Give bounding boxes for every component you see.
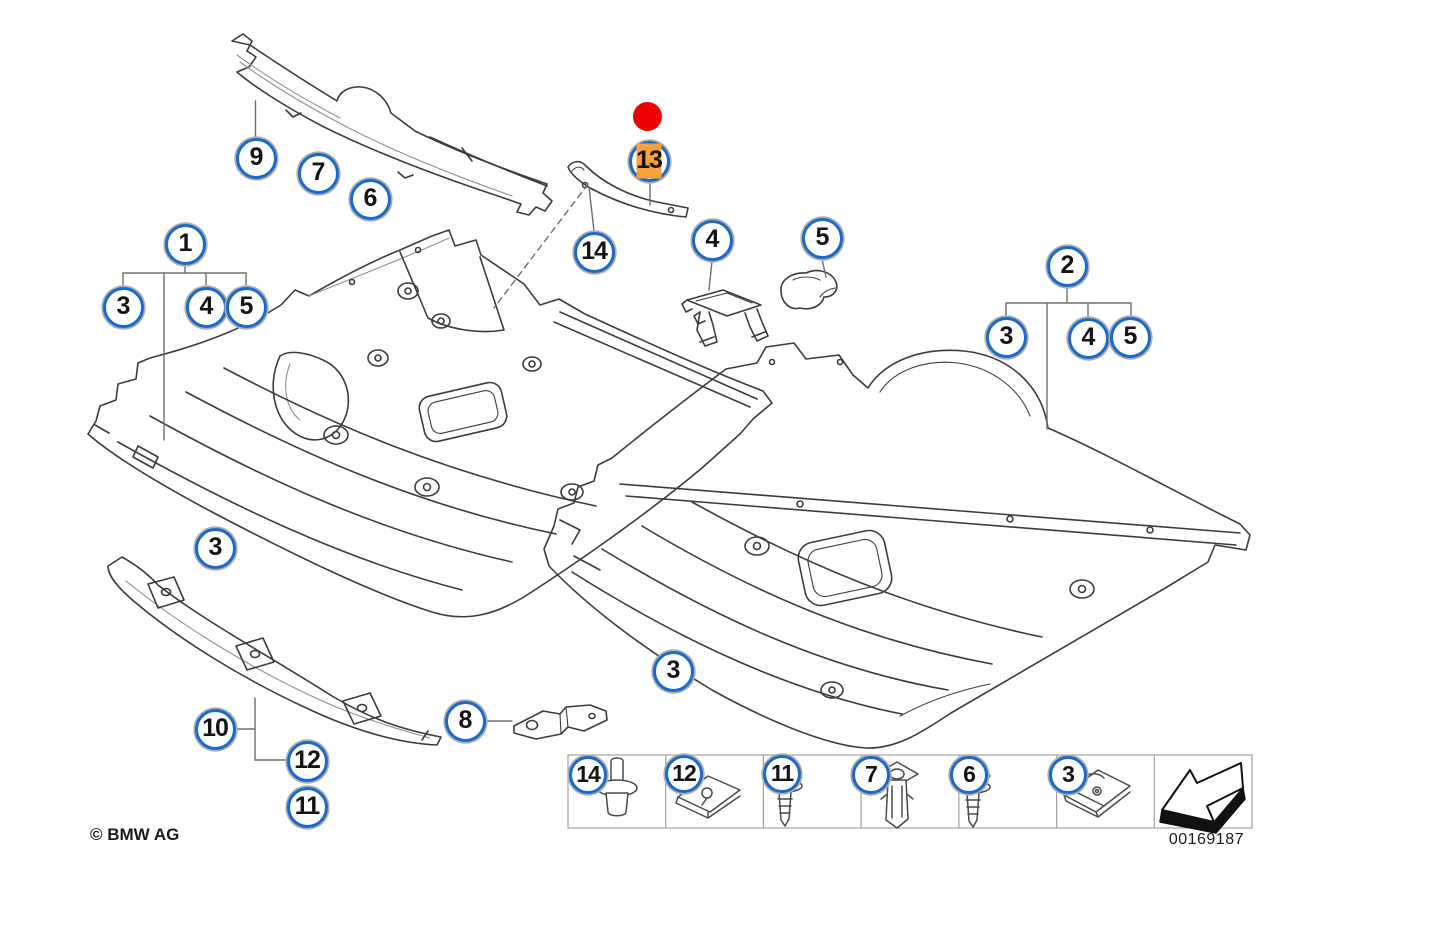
- callout-11[interactable]: 11: [763, 755, 801, 793]
- callout-1[interactable]: 1: [164, 223, 206, 265]
- callout-number: 14: [581, 236, 608, 265]
- callout-5[interactable]: 5: [225, 286, 267, 328]
- part-5-cover-drawing: [780, 269, 838, 310]
- callout-number: 6: [963, 760, 976, 787]
- callout-10[interactable]: 10: [194, 708, 236, 750]
- callout-5[interactable]: 5: [1109, 316, 1151, 358]
- part-10-front-strip-drawing: [107, 556, 442, 746]
- callout-number: 5: [815, 222, 830, 251]
- callout-number: 4: [705, 224, 720, 253]
- callout-number: 1: [178, 228, 193, 257]
- callout-number: 13: [636, 145, 663, 174]
- leader-lines: [122, 100, 1132, 761]
- callout-12[interactable]: 12: [665, 755, 703, 793]
- part-1-underbody-shield-drawing: [87, 229, 773, 618]
- callout-8[interactable]: 8: [444, 700, 486, 742]
- callout-number: 5: [1123, 321, 1138, 350]
- callout-9[interactable]: 9: [235, 137, 277, 179]
- leader-4c: [708, 260, 713, 291]
- callout-number: 3: [666, 655, 681, 684]
- part-4-bracket-drawing: [681, 289, 769, 347]
- callout-5[interactable]: 5: [801, 217, 843, 259]
- callout-number: 3: [208, 532, 223, 561]
- callout-11[interactable]: 11: [286, 786, 328, 828]
- clip-nut-icon: [675, 775, 741, 819]
- callout-14[interactable]: 14: [573, 231, 615, 273]
- callout-3[interactable]: 3: [652, 650, 694, 692]
- callout-number: 3: [1062, 760, 1075, 787]
- callout-number: 7: [311, 157, 326, 186]
- callout-number: 4: [1081, 322, 1096, 351]
- legend-border: [567, 754, 1253, 829]
- callout-number: 8: [458, 705, 473, 734]
- callout-number: 5: [239, 291, 254, 320]
- callout-number: 3: [999, 321, 1014, 350]
- expanding-rivet-icon: [596, 757, 638, 817]
- callout-7[interactable]: 7: [297, 152, 339, 194]
- direction-arrow-icon: [1159, 762, 1246, 834]
- callout-4[interactable]: 4: [1067, 317, 1109, 359]
- callout-number: 3: [116, 291, 131, 320]
- tree-part-2: [1005, 285, 1132, 430]
- callout-number: 11: [294, 791, 320, 820]
- part-2-underbody-shield-drawing: [543, 342, 1251, 749]
- callout-number: 14: [576, 760, 601, 787]
- callout-6[interactable]: 6: [950, 756, 988, 794]
- callout-7[interactable]: 7: [852, 756, 890, 794]
- callout-number: 12: [294, 745, 321, 774]
- callout-number: 7: [865, 760, 878, 787]
- callout-3[interactable]: 3: [1049, 756, 1087, 794]
- leader-5c: [821, 258, 827, 278]
- leader-10: [235, 697, 287, 761]
- callout-number: 4: [199, 291, 214, 320]
- callout-6[interactable]: 6: [349, 178, 391, 220]
- tree-part-1: [122, 263, 247, 441]
- callout-number: 11: [770, 759, 794, 786]
- selected-highlight-box: [636, 143, 662, 179]
- red-marker-dot[interactable]: [632, 101, 662, 131]
- copyright-notice: © BMW AG: [90, 825, 180, 844]
- callout-number: 2: [1060, 250, 1075, 279]
- callout-3[interactable]: 3: [102, 286, 144, 328]
- callout-13[interactable]: 13: [628, 140, 670, 182]
- callout-4[interactable]: 4: [691, 219, 733, 261]
- callout-2[interactable]: 2: [1046, 245, 1088, 287]
- callout-14[interactable]: 14: [569, 756, 607, 794]
- callout-number: 10: [202, 713, 229, 742]
- callout-3[interactable]: 3: [985, 316, 1027, 358]
- callout-number: 9: [249, 142, 264, 171]
- part-9-air-duct-drawing: [231, 33, 553, 216]
- callout-4[interactable]: 4: [185, 286, 227, 328]
- callout-3[interactable]: 3: [194, 527, 236, 569]
- diagram-number: 00169187: [1168, 831, 1244, 848]
- part-8-bracket-drawing: [513, 704, 608, 740]
- callout-number: 12: [672, 759, 697, 786]
- leader-14-dashed: [493, 183, 589, 309]
- callout-12[interactable]: 12: [286, 740, 328, 782]
- leader-14: [588, 186, 595, 232]
- callout-number: 6: [363, 183, 378, 212]
- clip-on-nut-icon: [1063, 769, 1131, 818]
